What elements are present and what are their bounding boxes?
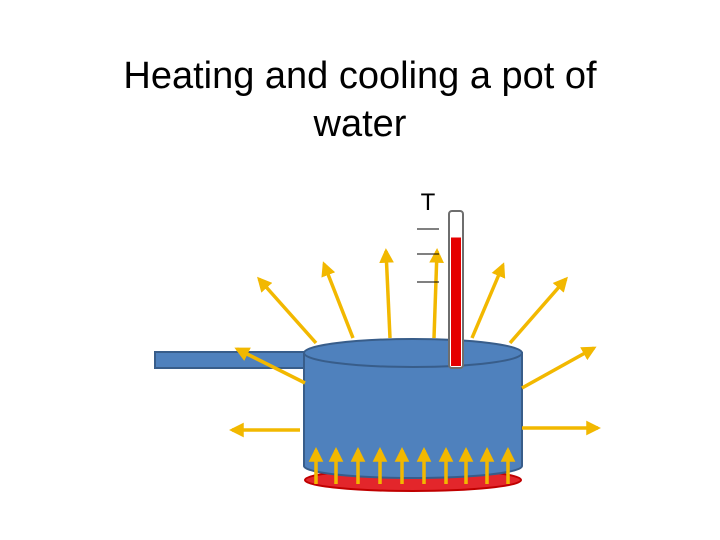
heat-loss-arrow	[508, 276, 568, 345]
heating-arrows	[308, 447, 516, 484]
pot-handle	[154, 351, 308, 369]
heat-loss-arrow	[429, 248, 444, 339]
title-line-1: Heating and cooling a pot of	[123, 55, 597, 97]
heat-loss-arrow	[321, 261, 355, 339]
slide-title: Heating and cooling a pot of water	[60, 52, 660, 148]
thermometer-fluid	[451, 237, 461, 366]
thermometer-label: T	[421, 189, 436, 216]
heat-loss-arrow	[257, 276, 318, 345]
heat-loss-arrow	[470, 262, 506, 339]
title-line-2: water	[313, 103, 407, 145]
pot-rim	[303, 338, 523, 368]
heat-loss-arrow	[521, 346, 597, 390]
pot-body	[303, 352, 523, 479]
heat-loss-arrow	[234, 347, 306, 385]
heat-loss-arrow	[379, 248, 394, 339]
thermometer: T	[417, 189, 464, 369]
heat-loss-arrows	[229, 248, 601, 438]
